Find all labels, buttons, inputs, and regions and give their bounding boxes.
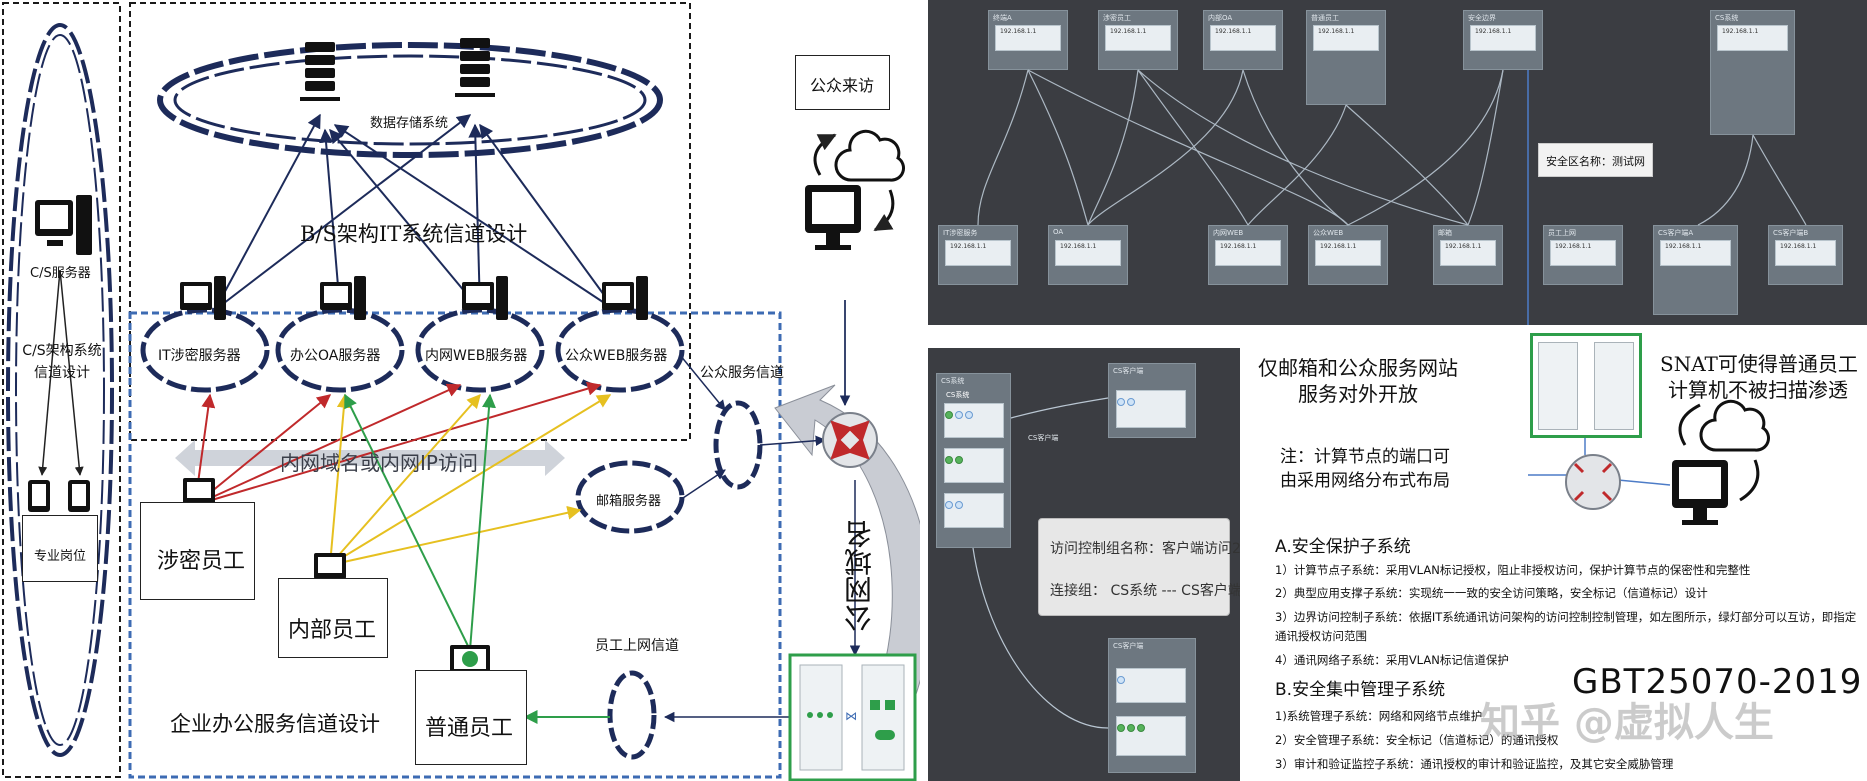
normal-staff-box — [415, 670, 527, 765]
server-label-1: 办公OA服务器 — [290, 348, 381, 364]
secret-staff-box — [140, 502, 255, 600]
gateway-right-right — [1594, 342, 1634, 430]
cs-ip-3 — [944, 493, 1004, 528]
post-label: 专业岗位 — [34, 549, 87, 564]
server-label-2: 内网WEB服务器 — [425, 348, 528, 364]
cs-arch-label: C/S架构系统信道设计 — [22, 343, 102, 381]
a-item-3b: 通讯授权访问范围 — [1275, 629, 1367, 643]
b-item-3: 3）审计和验证监控子系统：通讯授权的审计和验证监控，及其它安全威胁管理 — [1275, 757, 1674, 771]
intranet-access-label: 内网域名或内网IP访问 — [280, 451, 478, 475]
public-service-channel: 公众服务信道 — [700, 365, 784, 381]
a-item-4: 4）通讯网络子系统：采用VLAN标记信道保护 — [1275, 653, 1509, 667]
server-label-3: 公众WEB服务器 — [565, 348, 668, 364]
only-open-line2: 服务对外开放 — [1298, 382, 1418, 406]
snat-line1: SNAT可使得普通员工 — [1660, 352, 1858, 376]
section-b: B.安全集中管理子系统 — [1275, 680, 1446, 700]
post-box — [22, 515, 98, 582]
cs-client-bottom-inner1 — [1116, 668, 1186, 703]
a-item-1: 1）计算节点子系统：采用VLAN标记授权，阻止非授权访问，保护计算节点的保密性和… — [1275, 563, 1751, 577]
cs-edge-label: CS客户端 — [1028, 434, 1059, 442]
public-visit-label: 公众来访 — [810, 76, 875, 95]
server-label-0: IT涉密服务器 — [158, 348, 241, 364]
middle-panel-links — [972, 397, 1109, 729]
public-domain-label: 公网域名 — [843, 520, 876, 632]
acl-box — [1038, 518, 1230, 616]
public-visit-box — [795, 55, 890, 110]
zone-label-box — [1538, 143, 1653, 177]
cs-server-label: C/S服务器 — [30, 266, 91, 281]
router-left — [822, 412, 878, 468]
dark-panel-links — [977, 69, 1807, 325]
cs-frame — [2, 2, 121, 778]
internal-staff-box — [278, 578, 388, 658]
internal-staff-label: 内部员工 — [288, 618, 377, 643]
watermark: 知乎 @虚拟人生 — [1480, 700, 1774, 746]
mail-server-label: 邮箱服务器 — [596, 494, 662, 509]
cs-client-top-inner — [1116, 390, 1186, 428]
b-item-1: 1)系统管理子系统：网络和网络节点维护 — [1275, 709, 1483, 723]
normal-staff-label: 普通员工 — [425, 716, 514, 741]
acl-name: 访问控制组名称：客户端访问2 — [1050, 541, 1240, 557]
snat-line2: 计算机不被扫描渗透 — [1668, 378, 1848, 402]
cs-client-bottom-inner2 — [1116, 716, 1186, 756]
bs-frame — [129, 2, 691, 441]
a-item-3: 3）边界访问控制子系统：依据IT系统通讯访问架构的访问控制控制管理，如左图所示，… — [1275, 610, 1857, 624]
enterprise-design-label: 企业办公服务信道设计 — [170, 712, 380, 736]
secret-staff-label: 涉密员工 — [157, 549, 246, 574]
a-item-2: 2）典型应用支撑子系统：实现统一一致的安全访问策略，安全标记（信道标记）设计 — [1275, 586, 1708, 600]
cs-system-inner-label: CS系统 — [946, 391, 970, 399]
staff-internet-channel: 员工上网信道 — [595, 638, 679, 654]
left-diagram-svg: ⋈ — [2, 2, 920, 781]
connect-group: 连接组： CS系统 --- CS客户端 — [1050, 583, 1240, 599]
note-line1: 注：计算节点的端口可 — [1280, 447, 1450, 467]
only-open-line1: 仅邮箱和公众服务网站 — [1258, 356, 1458, 380]
zone-label: 安全区名称：测试网 — [1546, 155, 1645, 168]
b-item-2: 2）安全管理子系统：安全标记（信道标记）的通讯授权 — [1275, 733, 1559, 747]
bs-title: B/S架构IT系统信道设计 — [300, 222, 528, 246]
section-a: A.安全保护子系统 — [1275, 537, 1411, 557]
right-network-svg — [1528, 399, 1770, 525]
note-line2: 由采用网络分布式布局 — [1280, 471, 1450, 491]
cs-ip-1 — [944, 403, 1004, 438]
middle-panel: CS系统 CS系统 CS客户端 CS客户端 访问控制组名称：客户端访问2 连接组… — [928, 348, 1240, 781]
storage-label: 数据存储系统 — [370, 116, 449, 131]
router-right — [1565, 454, 1621, 510]
standard-label: GBT25070-2019 — [1572, 662, 1863, 702]
cs-ip-2 — [944, 448, 1004, 483]
svg-text:⋈: ⋈ — [845, 709, 857, 723]
gateway-right-left — [1538, 342, 1578, 430]
